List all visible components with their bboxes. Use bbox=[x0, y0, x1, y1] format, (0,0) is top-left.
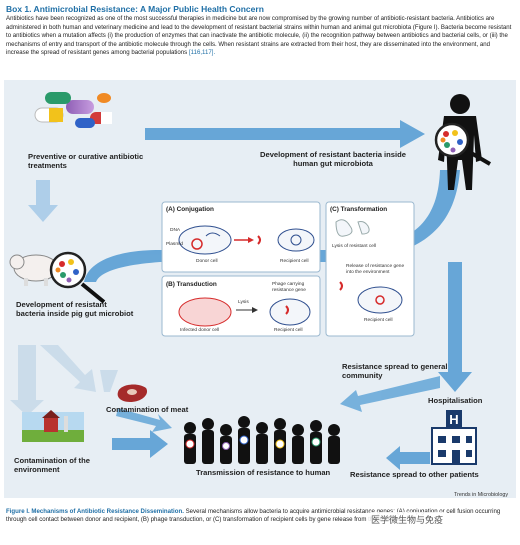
intro-body: Antibiotics have been recognized as one … bbox=[6, 15, 512, 57]
magnifier-human bbox=[434, 122, 492, 166]
transduction-title: (B) Transduction bbox=[166, 281, 217, 288]
arrow-to-community bbox=[340, 376, 440, 412]
arrow-pig-to-meat bbox=[40, 345, 96, 392]
label-human-gut: Development of resistant bacteria inside… bbox=[259, 150, 406, 168]
label-community: Resistance spread to general community bbox=[342, 362, 448, 380]
pills-illustration bbox=[34, 92, 112, 128]
transformation-release: Release of resistance gene into the envi… bbox=[346, 264, 405, 275]
crowd-silhouettes bbox=[184, 416, 340, 464]
transformation-recipient: Recipient cell bbox=[364, 318, 393, 323]
transduction-recipient: Recipient cell bbox=[274, 328, 303, 333]
arrow-to-human bbox=[145, 120, 425, 148]
arrow-env-to-crowd bbox=[112, 430, 168, 458]
transduction-phage: Phage carrying resistance gene bbox=[272, 282, 306, 293]
figure-caption: Figure I. Mechanisms of Antibiotic Resis… bbox=[6, 508, 514, 525]
arrow-meat-down bbox=[100, 370, 118, 392]
transduction-lysis: Lysis bbox=[238, 300, 249, 305]
label-patients: Resistance spread to other patients bbox=[350, 470, 479, 479]
arrow-down-left bbox=[28, 180, 58, 222]
intro-text: Antibiotics have been recognized as one … bbox=[6, 15, 514, 58]
conjugation-dna: DNA bbox=[170, 228, 181, 233]
label-transmission: Transmission of resistance to human bbox=[196, 468, 331, 477]
magnifier-pig bbox=[49, 251, 106, 304]
label-meat: Contamination of meat bbox=[106, 405, 189, 414]
crowd-microbe-dots bbox=[185, 435, 321, 450]
arrow-meat-to-crowd bbox=[116, 408, 172, 432]
watermark: 医学微生物与免疫 bbox=[368, 512, 447, 527]
arrow-pig-down bbox=[10, 345, 44, 416]
conjugation-title: (A) Conjugation bbox=[166, 206, 214, 213]
conjugation-donor: Donor cell bbox=[196, 259, 218, 264]
hospital-sign: H bbox=[449, 412, 458, 427]
arrow-patients bbox=[386, 446, 430, 470]
caption-title: Figure I. Mechanisms of Antibiotic Resis… bbox=[6, 508, 184, 515]
label-pig-gut: Development of resistant bacteria inside… bbox=[16, 300, 134, 318]
intro-refs[interactable]: [116,117]. bbox=[188, 49, 216, 57]
box-title: Box 1. Antimicrobial Resistance: A Major… bbox=[6, 4, 264, 14]
conjugation-plasmid: Plasmid bbox=[166, 242, 184, 247]
transformation-title: (C) Transformation bbox=[330, 206, 388, 213]
transformation-lysis: Lysis of resistant cell bbox=[332, 244, 377, 249]
label-hospital: Hospitalisation bbox=[428, 396, 483, 405]
transduction-infected: Infected donor cell bbox=[180, 328, 220, 333]
mechanism-panels bbox=[161, 201, 415, 337]
farm-illustration bbox=[22, 410, 84, 442]
conjugation-recipient: Recipient cell bbox=[280, 259, 309, 264]
caption-text: Several mechanisms allow bacteria to acq… bbox=[6, 508, 501, 524]
label-preventive: Preventive or curative antibiotic treatm… bbox=[28, 152, 144, 170]
label-environment: Contamination of the environment bbox=[14, 456, 90, 474]
source-credit: Trends in Microbiology bbox=[454, 492, 508, 498]
meat-illustration bbox=[117, 384, 148, 402]
arrow-down-right bbox=[438, 262, 472, 392]
hospital-illustration bbox=[431, 410, 477, 465]
